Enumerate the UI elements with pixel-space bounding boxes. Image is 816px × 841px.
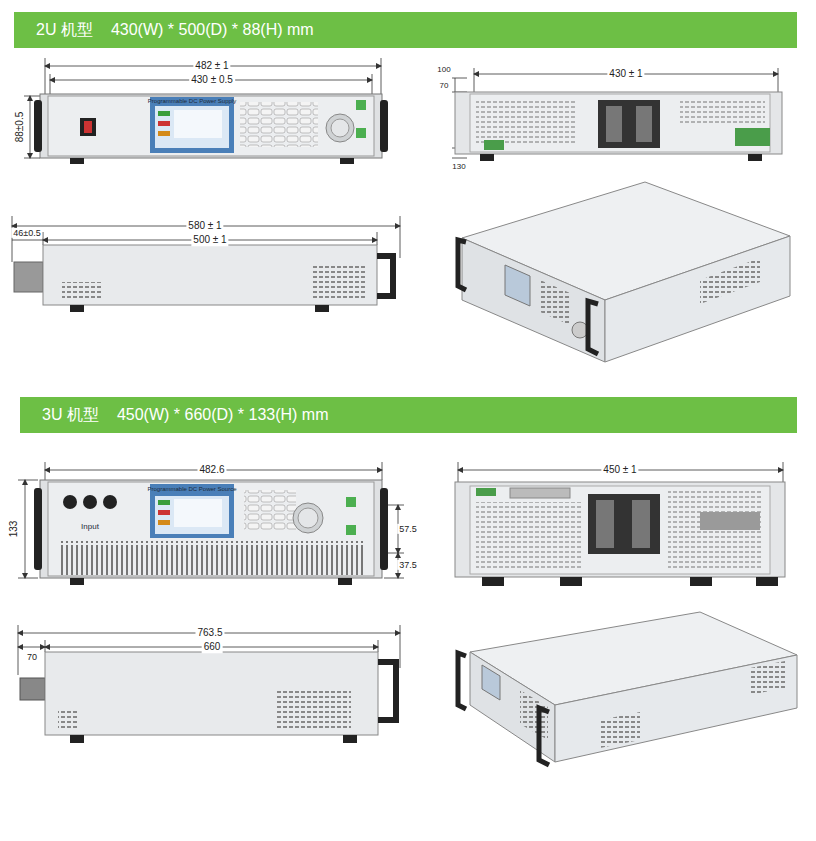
panel-text: Programmable DC Power Source <box>145 486 238 493</box>
dimension: 46±0.5 <box>11 228 42 238</box>
dimension: 430 ± 1 <box>607 68 644 80</box>
band-heading: 2U 机型 <box>36 20 93 41</box>
dimension: 37.5 <box>397 560 419 570</box>
section-band: 3U 机型 450(W) * 660(D) * 133(H) mm <box>20 397 797 433</box>
dimension: 133 <box>8 519 20 540</box>
dimension: 450 ± 1 <box>601 464 638 476</box>
dimension: 130 <box>450 162 467 171</box>
dimension: 763.5 <box>195 627 224 639</box>
dimension: 70 <box>438 81 451 90</box>
dimension: 57.5 <box>397 524 419 534</box>
section-band: 2U 机型 430(W) * 500(D) * 88(H) mm <box>14 12 797 48</box>
dimension: 430 ± 0.5 <box>189 74 235 86</box>
dimension: 100 <box>435 65 452 74</box>
dimension: 88±0.5 <box>14 110 26 145</box>
band-dimensions: 450(W) * 660(D) * 133(H) mm <box>117 406 329 424</box>
dimension: 660 <box>202 641 223 653</box>
band-heading: 3U 机型 <box>42 405 99 426</box>
band-dimensions: 430(W) * 500(D) * 88(H) mm <box>111 21 314 39</box>
dimension: 500 ± 1 <box>191 234 228 246</box>
dimension: 482 ± 1 <box>193 60 230 72</box>
panel-text: Programmable DC Power Supply <box>146 98 238 105</box>
dimension: 482.6 <box>197 464 226 476</box>
panel-text: Input <box>79 522 101 531</box>
dimension: 70 <box>25 652 39 662</box>
dimension: 580 ± 1 <box>186 220 223 232</box>
